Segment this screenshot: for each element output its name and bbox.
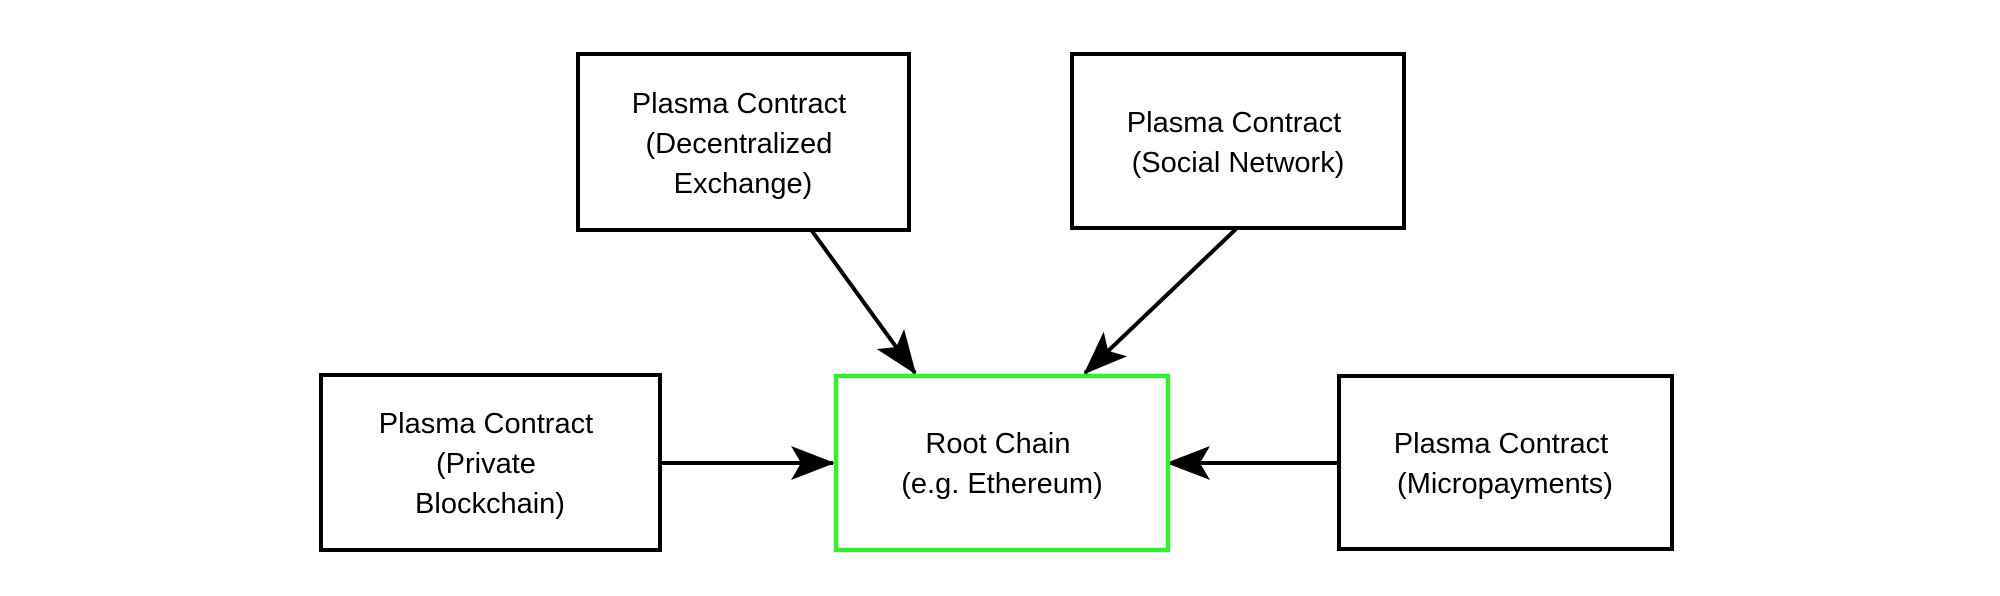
label-line: Plasma Contract — [1127, 107, 1341, 139]
label-line: (Private — [436, 448, 536, 480]
label-line: (Social Network) — [1132, 147, 1345, 179]
label-line: (Decentralized — [645, 128, 832, 160]
node-decentralized-exchange: Plasma Contract (Decentralized Exchange) — [576, 52, 911, 232]
node-social-network: Plasma Contract (Social Network) — [1070, 52, 1406, 230]
label-line: Plasma Contract — [1394, 428, 1608, 460]
label-decentralized-exchange: Plasma Contract (Decentralized Exchange) — [632, 88, 854, 200]
label-line: Plasma Contract — [632, 88, 846, 120]
label-private-blockchain: Plasma Contract (Private Blockchain) — [379, 408, 601, 520]
node-private-blockchain: Plasma Contract (Private Blockchain) — [319, 373, 662, 552]
node-micropayments: Plasma Contract (Micropayments) — [1337, 374, 1674, 551]
arrow-decentralized-exchange-to-root — [810, 229, 917, 375]
box-micropayments — [1337, 374, 1674, 551]
label-line: (Micropayments) — [1397, 468, 1613, 500]
label-line: Exchange) — [674, 168, 813, 200]
label-social-network: Plasma Contract (Social Network) — [1127, 107, 1349, 179]
edges — [661, 227, 1339, 480]
label-micropayments: Plasma Contract (Micropayments) — [1394, 428, 1616, 500]
label-line: (e.g. Ethereum) — [901, 468, 1102, 500]
box-root-chain — [833, 373, 1171, 553]
label-line: Plasma Contract — [379, 408, 593, 440]
box-social-network — [1070, 52, 1406, 230]
arrow-social-network-to-root — [1083, 227, 1238, 375]
label-root-chain: Root Chain (e.g. Ethereum) — [901, 428, 1102, 500]
node-root-chain: Root Chain (e.g. Ethereum) — [833, 373, 1171, 553]
box-private-blockchain — [319, 373, 662, 552]
label-line: Blockchain) — [415, 488, 565, 520]
label-line: Root Chain — [925, 428, 1070, 460]
box-decentralized-exchange — [576, 52, 911, 232]
